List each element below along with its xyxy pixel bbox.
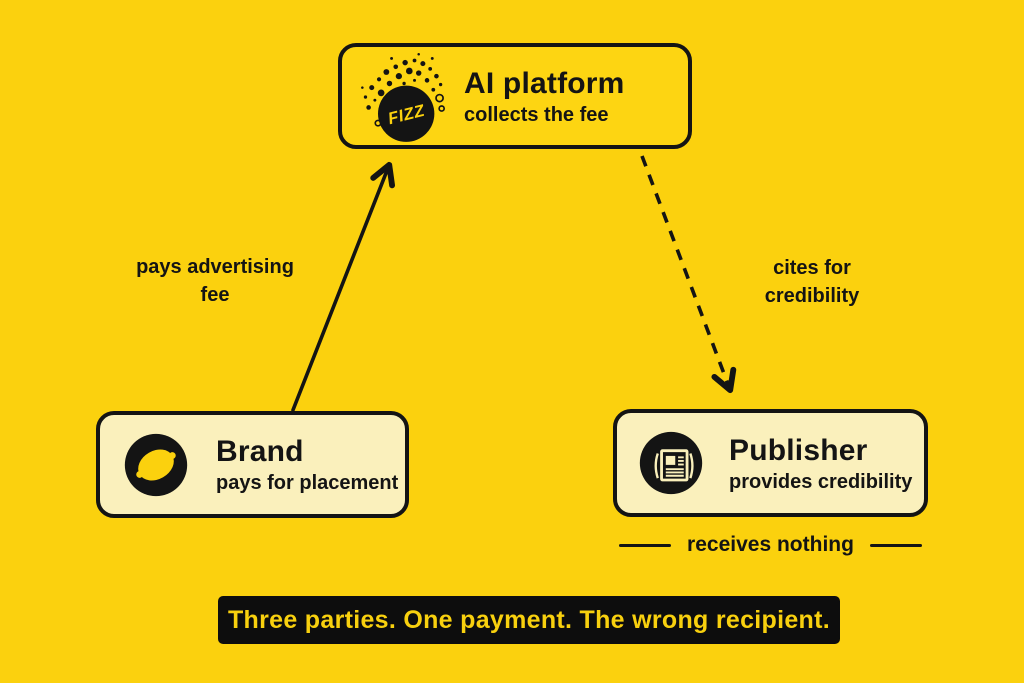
node-brand: Brand pays for placement: [96, 411, 409, 518]
fizz-logo-icon: FIZZ: [361, 53, 445, 142]
brand-to-ai-arrow: [291, 161, 396, 412]
edge-label-pays-advertising-fee: pays advertising fee: [136, 256, 294, 306]
publisher-subtitle: provides credibility: [729, 470, 913, 493]
note-dash-right: [869, 543, 922, 547]
newspaper-icon: [639, 431, 703, 495]
publisher-note: receives nothing: [687, 533, 854, 556]
node-publisher: Publisher provides credibility: [613, 409, 928, 517]
note-dash-left: [619, 543, 672, 547]
lemon-icon: [124, 433, 188, 496]
node-ai-platform: FIZZ AI platform collects the fee: [338, 43, 692, 149]
publisher-note-row: receives nothing: [613, 533, 928, 557]
caption-banner-text: Three parties. One payment. The wrong re…: [227, 605, 831, 634]
edge-label-cites-for-credibility: cites for credibility: [764, 257, 860, 307]
publisher-title: Publisher: [729, 433, 868, 467]
ai-to-publisher-arrow: [640, 155, 737, 394]
brand-subtitle: pays for placement: [216, 472, 399, 494]
ai-platform-title: AI platform: [464, 66, 625, 100]
brand-title: Brand: [216, 435, 304, 468]
caption-banner: Three parties. One payment. The wrong re…: [218, 596, 840, 644]
ai-platform-subtitle: collects the fee: [464, 103, 609, 126]
